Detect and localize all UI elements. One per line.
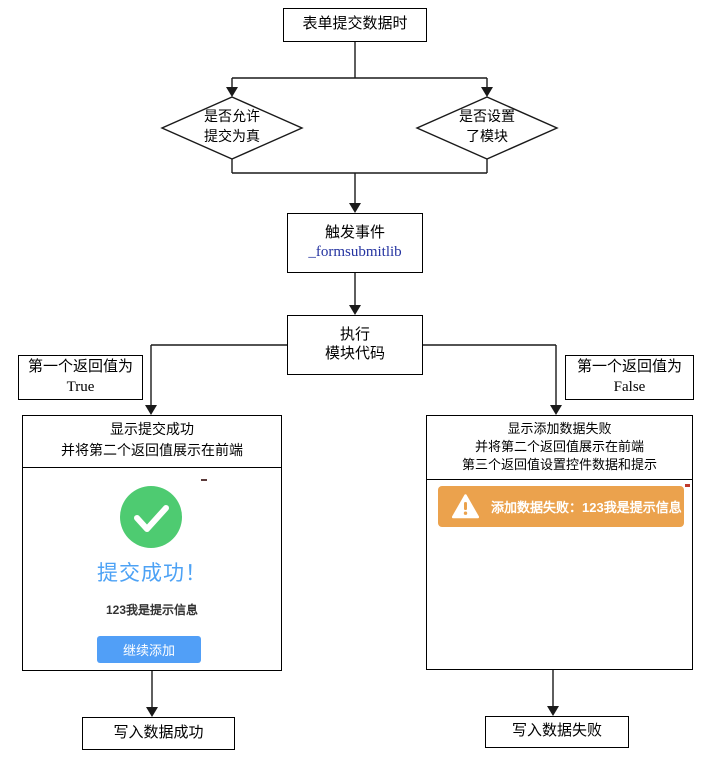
warning-triangle-icon [452,494,479,519]
submit-success-title: 提交成功！ [97,562,207,585]
decision-module-set-line2: 了模块 [466,130,508,145]
screenshot-artifact-dash [201,479,207,481]
end-success-label: 写入数据成功 [113,724,204,741]
arrowheads [145,87,562,717]
success-header-line1: 显示提交成功 [110,423,194,438]
failure-header-line3: 第三个返回值设置控件数据和提示 [461,457,657,472]
end-failure-box: 写入数据失败 [485,716,629,748]
failure-panel: 显示添加数据失败 并将第二个返回值展示在前端 第三个返回值设置控件数据和提示 添… [426,415,693,670]
execute-module-line1: 执行 [339,326,370,343]
check-circle-icon [120,486,182,548]
screenshot-artifact-dot [685,484,690,487]
success-panel-header: 显示提交成功 并将第二个返回值展示在前端 [23,416,281,468]
success-panel: 显示提交成功 并将第二个返回值展示在前端 提交成功！ 123我是提示信息 继续添… [22,415,282,671]
submit-success-message: 123我是提示信息 [105,603,199,617]
branch-false-line1: 第一个返回值为 [576,359,682,375]
start-box: 表单提交数据时 [283,8,427,42]
branch-false-line2: False [613,378,646,395]
continue-add-button[interactable]: 继续添加 [97,636,201,663]
branch-false-box: 第一个返回值为 False [565,355,694,400]
decision-allow-submit-label: 是否允许 提交为真 [172,103,292,153]
alert-message: 添加数据失败：123我是提示信息 [491,500,682,515]
decision-diamond-allow-submit [160,96,304,160]
execute-module-box: 执行 模块代码 [287,315,423,375]
decision-allow-submit-line2: 提交为真 [204,130,260,145]
success-header-line2: 并将第二个返回值展示在前端 [61,444,243,459]
end-success-box: 写入数据成功 [82,717,235,750]
decision-allow-submit-line1: 是否允许 [204,109,260,125]
failure-header-line1: 显示添加数据失败 [507,421,612,436]
execute-module-line2: 模块代码 [324,346,385,362]
warning-alert-banner: 添加数据失败：123我是提示信息 [438,486,684,527]
branch-true-line2: True [66,378,95,395]
failure-panel-header: 显示添加数据失败 并将第二个返回值展示在前端 第三个返回值设置控件数据和提示 [427,416,692,480]
decision-diamond-module-set [415,96,559,160]
trigger-event-box: 触发事件 _formsubmitlib [287,213,423,273]
branch-true-line1: 第一个返回值为 [27,359,133,375]
start-box-label: 表单提交数据时 [302,16,408,33]
branch-true-box: 第一个返回值为 True [18,355,143,400]
decision-module-set-line1: 是否设置 [459,109,515,125]
decision-module-set-label: 是否设置 了模块 [427,103,547,153]
failure-header-line2: 并将第二个返回值展示在前端 [474,439,644,454]
trigger-event-line1: 触发事件 [324,224,385,241]
end-failure-label: 写入数据失败 [511,723,602,740]
trigger-event-name: _formsubmitlib [308,244,402,260]
check-icon [134,505,169,532]
